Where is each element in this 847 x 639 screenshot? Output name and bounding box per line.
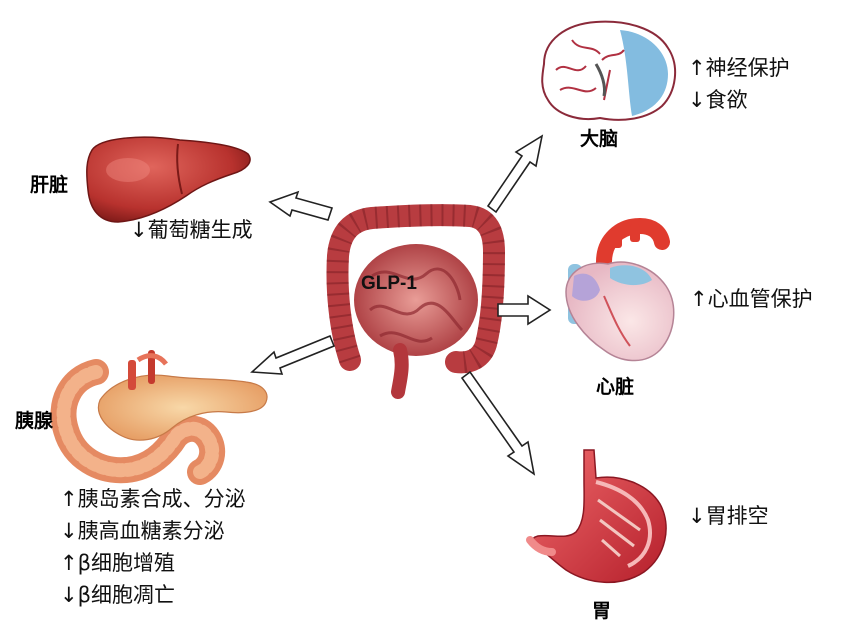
stomach-effects: ↓胃排空 bbox=[688, 500, 769, 532]
stomach-icon bbox=[530, 450, 666, 582]
stomach-effect-1: ↓胃排空 bbox=[688, 500, 769, 532]
pancreas-name: 胰腺 bbox=[15, 406, 53, 433]
heart-effect-1: ↑心血管保护 bbox=[690, 283, 813, 315]
heart-icon bbox=[566, 224, 674, 361]
arrow-to-stomach bbox=[462, 372, 534, 474]
liver-effects: ↓葡萄糖生成 bbox=[130, 214, 253, 246]
liver-icon bbox=[87, 137, 250, 222]
pancreas-effect-2: ↓胰高血糖素分泌 bbox=[60, 515, 246, 547]
brain-effects: ↑神经保护 ↓食欲 bbox=[688, 52, 790, 116]
pancreas-effect-4: ↓β细胞凋亡 bbox=[60, 579, 246, 611]
pancreas-effects: ↑胰岛素合成、分泌 ↓胰高血糖素分泌 ↑β细胞增殖 ↓β细胞凋亡 bbox=[60, 483, 246, 611]
heart-effects: ↑心血管保护 bbox=[690, 283, 813, 315]
pancreas-effect-3: ↑β细胞增殖 bbox=[60, 547, 246, 579]
arrow-to-pancreas bbox=[252, 336, 334, 374]
pancreas-icon bbox=[64, 350, 267, 472]
arrow-to-heart bbox=[498, 296, 550, 324]
stomach-name: 胃 bbox=[592, 596, 611, 623]
brain-effect-2: ↓食欲 bbox=[688, 84, 790, 116]
pancreas-effect-1: ↑胰岛素合成、分泌 bbox=[60, 483, 246, 515]
center-label: GLP-1 bbox=[361, 273, 417, 295]
liver-effect-1: ↓葡萄糖生成 bbox=[130, 214, 253, 246]
brain-effect-1: ↑神经保护 bbox=[688, 52, 790, 84]
brain-name: 大脑 bbox=[580, 124, 618, 151]
intestine-icon bbox=[338, 215, 495, 392]
arrow-to-brain bbox=[488, 136, 542, 212]
liver-name: 肝脏 bbox=[30, 170, 68, 197]
brain-icon bbox=[542, 22, 675, 120]
arrow-to-liver bbox=[270, 192, 332, 220]
heart-name: 心脏 bbox=[596, 372, 634, 399]
